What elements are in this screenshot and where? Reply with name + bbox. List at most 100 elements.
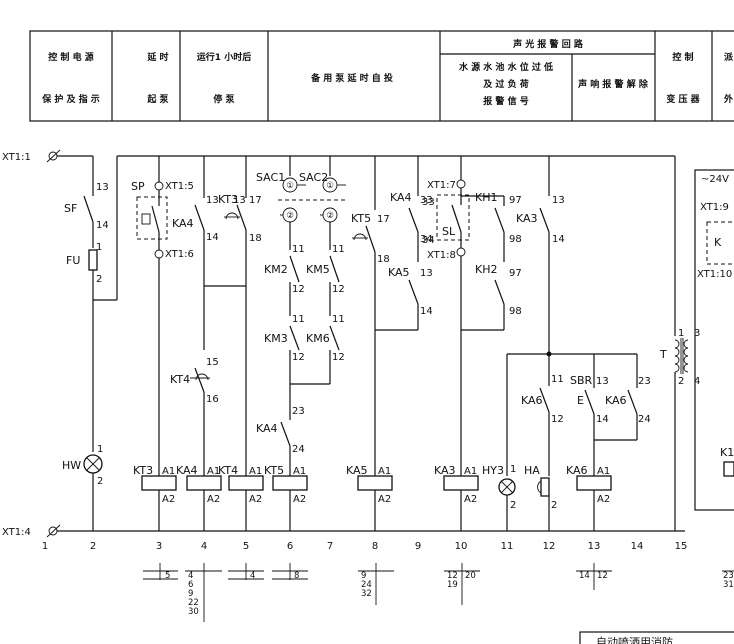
svg-text:12: 12 (332, 352, 345, 363)
svg-text:1: 1 (678, 328, 684, 339)
svg-text:22: 22 (188, 598, 199, 608)
column-2-protection: 13 SF 14 FU 1 2 1 HW 2 (62, 182, 109, 531)
svg-text:KA3: KA3 (516, 212, 538, 225)
column-11-14-alarm: 13 KA3 14 HY3 1 2 11 KA6 12 HA 2 SBR 13 … (482, 156, 651, 531)
svg-text:23: 23 (723, 571, 734, 581)
header-col4: 备 用 泵 延 时 自 投 (310, 72, 393, 84)
svg-text:12: 12 (292, 352, 305, 363)
sp-label: SP (131, 180, 145, 193)
svg-text:14: 14 (420, 306, 433, 317)
svg-text:KA4: KA4 (390, 191, 412, 204)
header-col1-top: 控 制 电 源 (48, 51, 93, 63)
contact-table-15: 23 31 (722, 570, 734, 590)
terminal-xt1-7-label: XT1:7 (427, 180, 456, 191)
svg-text:KA5: KA5 (388, 266, 410, 279)
header-col5b: 声 响 报 警 解 除 (577, 78, 649, 90)
footer-title: 自动喷洒用消防 (596, 635, 673, 644)
svg-text:T: T (659, 348, 667, 361)
svg-text:A2: A2 (249, 494, 262, 505)
header-col6-top: 控 制 (672, 51, 693, 63)
svg-text:12: 12 (332, 284, 345, 295)
contact-table-8: 9 24 32 (358, 563, 394, 605)
svg-text:E: E (577, 394, 584, 407)
svg-text:13: 13 (596, 376, 609, 387)
svg-text:KA4: KA4 (172, 217, 194, 230)
svg-text:A1: A1 (207, 466, 220, 477)
coil-kt3 (141, 475, 177, 491)
svg-text:KA6: KA6 (605, 394, 627, 407)
power-buses: XT1:1 XT1:4 (2, 149, 685, 538)
svg-text:KH2: KH2 (475, 263, 497, 276)
svg-text:8: 8 (294, 571, 299, 581)
svg-text:~24V: ~24V (701, 174, 729, 185)
terminal-xt1-8-label: XT1:8 (427, 250, 456, 261)
svg-text:SL: SL (442, 225, 456, 238)
svg-text:13: 13 (96, 182, 109, 193)
contact-table-3: 5 (143, 563, 178, 581)
svg-text:9: 9 (415, 541, 421, 552)
terminal-xt1-1-label: XT1:1 (2, 152, 31, 163)
svg-text:3: 3 (156, 541, 162, 552)
header-col2-bottom: 起 泵 (146, 93, 169, 105)
svg-text:33: 33 (422, 197, 435, 208)
svg-text:A1: A1 (597, 466, 610, 477)
svg-text:A2: A2 (293, 494, 306, 505)
svg-text:2: 2 (96, 274, 102, 285)
svg-text:14: 14 (206, 232, 219, 243)
svg-text:A1: A1 (162, 466, 175, 477)
svg-text:A2: A2 (378, 494, 391, 505)
column-8-ka5: KT5 17 18 KA4 33 34 KA5 13 14 KA5 A1 A2 (346, 156, 433, 531)
svg-text:17: 17 (249, 195, 262, 206)
svg-text:KT3: KT3 (218, 193, 238, 206)
contact-table-6: 8 (272, 563, 308, 581)
svg-text:18: 18 (377, 254, 390, 265)
svg-text:15: 15 (206, 357, 219, 368)
svg-text:11: 11 (332, 314, 345, 325)
svg-text:1: 1 (97, 444, 103, 455)
svg-text:11: 11 (332, 244, 345, 255)
column-4-ka4-kt4: 13 KA4 14 15 KT4 16 KA4 A1 A2 (170, 156, 246, 531)
terminal-xt1-9-label: XT1:9 (700, 202, 729, 213)
hw-label: HW (62, 459, 81, 472)
header-col7-top: 派 (724, 52, 734, 63)
svg-text:14: 14 (596, 414, 609, 425)
column-5-kt3-kt4: 13 KT3 18 17 KT4 A1 A2 (218, 156, 264, 531)
svg-text:KT5: KT5 (264, 464, 284, 477)
svg-text:KA4: KA4 (176, 464, 198, 477)
svg-text:4: 4 (250, 571, 255, 581)
column-6-7-changeover: SAC1 SAC2 ① ① ② ② 11 KM2 12 11 KM3 12 11… (256, 156, 346, 531)
header-col3-top: 运行1 小时后 (197, 51, 251, 63)
svg-text:13: 13 (206, 195, 219, 206)
svg-text:KT4: KT4 (170, 373, 190, 386)
terminal-xt1-10-label: XT1:10 (697, 269, 732, 280)
svg-text:13: 13 (233, 195, 246, 206)
svg-text:KM6: KM6 (306, 332, 330, 345)
column-numbers: 1 2 3 4 5 6 7 8 9 10 11 12 13 14 15 (42, 541, 688, 552)
header-col7-bottom: 外 (723, 93, 733, 105)
svg-text:14: 14 (552, 234, 565, 245)
svg-text:K: K (714, 236, 722, 249)
svg-text:34: 34 (420, 234, 433, 245)
svg-text:2: 2 (97, 476, 103, 487)
svg-text:3: 3 (694, 328, 700, 339)
svg-text:KM2: KM2 (264, 263, 288, 276)
svg-text:A2: A2 (597, 494, 610, 505)
contact-table-5: 4 (228, 563, 264, 581)
svg-text:SAC2: SAC2 (299, 171, 328, 184)
svg-text:12: 12 (447, 571, 458, 581)
svg-text:A2: A2 (464, 494, 477, 505)
coil-ka6 (576, 475, 612, 491)
svg-text:13: 13 (552, 195, 565, 206)
svg-text:2: 2 (551, 500, 557, 511)
svg-text:5: 5 (165, 571, 170, 581)
header-col5a-line1: 水 源 水 池 水 位 过 低 (459, 61, 553, 73)
svg-text:A2: A2 (162, 494, 175, 505)
svg-text:①: ① (286, 181, 294, 191)
svg-text:KA5: KA5 (346, 464, 368, 477)
svg-text:SAC1: SAC1 (256, 171, 285, 184)
svg-text:34: 34 (422, 235, 435, 246)
svg-text:14: 14 (579, 571, 590, 581)
svg-text:A1: A1 (249, 466, 262, 477)
header-table: 控 制 电 源 保 护 及 指 示 延 时 起 泵 运行1 小时后 停 泵 备 … (29, 30, 734, 122)
